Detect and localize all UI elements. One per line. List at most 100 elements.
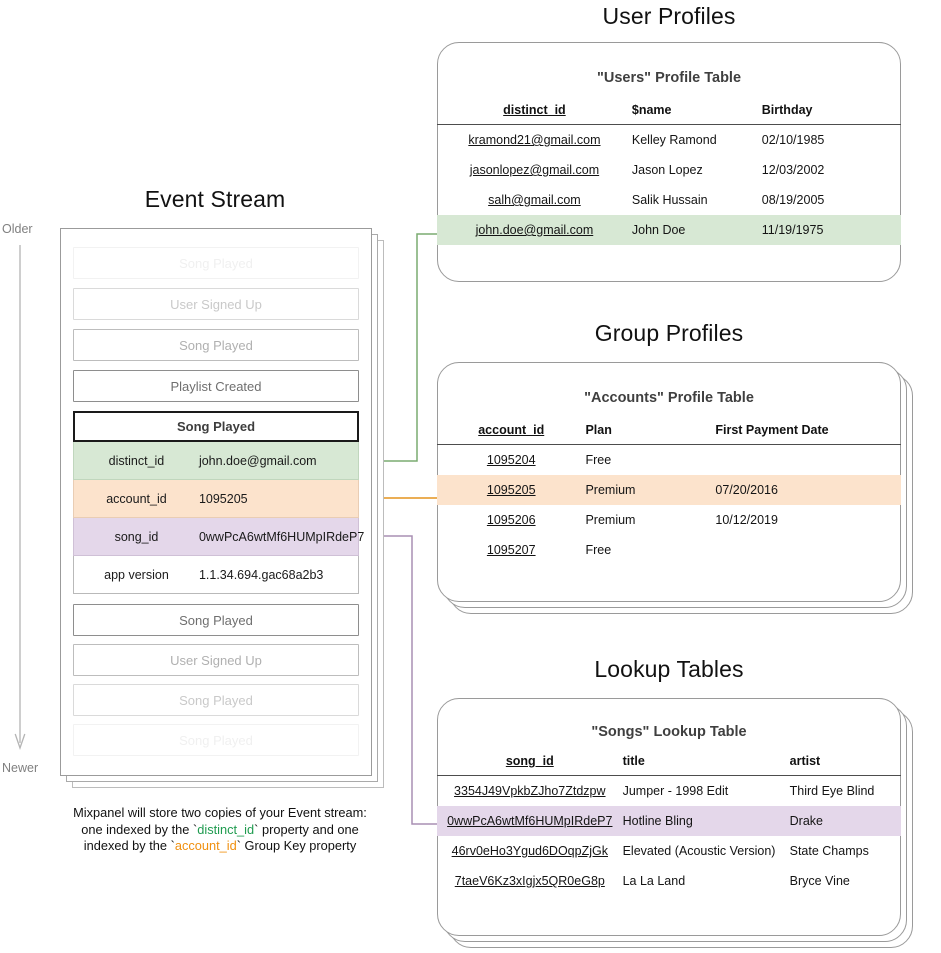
caption-line-3-prefix: indexed by the ` (83, 838, 175, 853)
table-row[interactable]: 1095207 Free (437, 535, 901, 565)
table-row[interactable]: kramond21@gmail.com Kelley Ramond 02/10/… (437, 125, 901, 156)
caption-line-1: Mixpanel will store two copies of your E… (73, 805, 367, 820)
cell-distinct-id: kramond21@gmail.com (468, 133, 601, 147)
cell-title: Elevated (Acoustic Version) (622, 844, 776, 858)
cell-plan: Premium (585, 475, 716, 505)
caption-line-3-suffix: ` Group Key property (236, 838, 357, 853)
event-property-account-id[interactable]: account_id 1095205 (73, 480, 359, 518)
cell-plan: Premium (585, 513, 636, 527)
cell-artist: Drake (789, 806, 901, 836)
table-row[interactable]: 46rv0eHo3Ygud6DOqpZjGk Elevated (Acousti… (437, 836, 901, 866)
event-property-distinct-id[interactable]: distinct_id john.doe@gmail.com (73, 442, 359, 480)
table-row[interactable]: 1095206 Premium 10/12/2019 (437, 505, 901, 535)
cell-artist: State Champs (789, 844, 869, 858)
cell-account-id: 1095204 (486, 453, 536, 467)
users-table-title: "Users" Profile Table (596, 70, 742, 86)
column-header-birthday: Birthday (761, 103, 813, 117)
event-row[interactable]: Song Played (73, 604, 359, 636)
table-row-highlighted[interactable]: john.doe@gmail.com John Doe 11/19/1975 (437, 215, 901, 245)
table-row-highlighted[interactable]: 0wwPcA6wtMf6HUMpIRdeP7 Hotline Bling Dra… (437, 806, 901, 836)
property-value: 1095205 (198, 491, 248, 506)
event-row[interactable]: Song Played (73, 684, 359, 716)
cell-first-payment-date: 10/12/2019 (715, 513, 778, 527)
event-label: Song Played (179, 255, 253, 271)
column-header-plan: Plan (585, 423, 612, 437)
cell-name: Salik Hussain (631, 193, 708, 207)
event-label: Playlist Created (170, 378, 262, 394)
table-row-highlighted[interactable]: 1095205 Premium 07/20/2016 (437, 475, 901, 505)
songs-lookup-table: "Songs" Lookup Table song_id title artis… (437, 698, 901, 936)
property-value: 1.1.34.694.gac68a2b3 (198, 567, 324, 582)
caption-line-2: one indexed by the `distinct_id` propert… (40, 822, 400, 839)
cell-distinct-id: salh@gmail.com (488, 193, 581, 207)
cell-plan: Free (585, 543, 612, 557)
property-key: app version (104, 567, 169, 582)
caption-account-id-token: account_id (174, 838, 237, 853)
column-header-account-id: account_id (478, 423, 545, 437)
column-header-first-payment-date: First Payment Date (715, 423, 829, 437)
cell-distinct-id: jasonlopez@gmail.com (469, 163, 600, 177)
table-row[interactable]: 3354J49VpkbZJho7Ztdzpw Jumper - 1998 Edi… (437, 776, 901, 807)
cell-artist: Third Eye Blind (789, 784, 875, 798)
cell-first-payment-date (715, 535, 901, 565)
cell-title: Jumper - 1998 Edit (622, 784, 729, 798)
event-label: Song Played (179, 337, 253, 353)
cell-distinct-id: john.doe@gmail.com (437, 215, 632, 245)
cell-account-id: 1095205 (437, 475, 586, 505)
cell-plan: Free (585, 453, 612, 467)
cell-song-id: 46rv0eHo3Ygud6DOqpZjGk (451, 844, 608, 858)
cell-name: John Doe (631, 215, 762, 245)
event-row[interactable]: Playlist Created (73, 370, 359, 402)
time-axis-arrow (14, 245, 26, 751)
event-row[interactable]: Song Played (73, 724, 359, 756)
cell-birthday: 02/10/1985 (761, 133, 825, 147)
table-header-row: distinct_id $name Birthday (437, 103, 901, 124)
event-label: Song Played (179, 732, 253, 748)
selected-event-name-header: Song Played (73, 411, 359, 442)
user-profiles-title: User Profiles (602, 3, 736, 29)
users-profile-table: "Users" Profile Table distinct_id $name … (437, 42, 901, 282)
cell-name: Jason Lopez (631, 163, 703, 177)
cell-song-id: 7taeV6Kz3xIgjx5QR0eG8p (454, 874, 605, 888)
event-label: Song Played (179, 612, 253, 628)
event-row[interactable]: User Signed Up (73, 288, 359, 320)
cell-birthday: 12/03/2002 (761, 163, 825, 177)
cell-first-payment-date (715, 445, 901, 476)
caption-distinct-id-token: distinct_id (197, 821, 255, 837)
event-property-song-id[interactable]: song_id 0wwPcA6wtMf6HUMpIRdeP7 (73, 518, 365, 556)
table-row[interactable]: salh@gmail.com Salik Hussain 08/19/2005 (437, 185, 901, 215)
cell-name: Kelley Ramond (631, 133, 717, 147)
property-value: john.doe@gmail.com (198, 453, 317, 468)
lookup-tables-title: Lookup Tables (594, 656, 744, 682)
property-value: 0wwPcA6wtMf6HUMpIRdeP7 (198, 529, 365, 544)
table-row[interactable]: 1095204 Free (437, 445, 901, 476)
selected-event-name: Song Played (176, 419, 256, 434)
property-key: song_id (114, 529, 159, 544)
cell-birthday: 08/19/2005 (761, 193, 825, 207)
cell-song-id: 0wwPcA6wtMf6HUMpIRdeP7 (437, 806, 623, 836)
property-key: account_id (106, 491, 167, 506)
axis-label-newer: Newer (2, 761, 39, 775)
cell-title: Hotline Bling (622, 806, 790, 836)
table-header-row: song_id title artist (437, 754, 901, 775)
cell-title: La La Land (622, 874, 686, 888)
cell-birthday: 11/19/1975 (761, 215, 901, 245)
table-row[interactable]: 7taeV6Kz3xIgjx5QR0eG8p La La Land Bryce … (437, 866, 901, 896)
songs-table-title: "Songs" Lookup Table (591, 724, 747, 740)
property-key: distinct_id (108, 453, 165, 468)
event-stream-caption: Mixpanel will store two copies of your E… (40, 805, 400, 855)
event-row[interactable]: User Signed Up (73, 644, 359, 676)
table-row[interactable]: jasonlopez@gmail.com Jason Lopez 12/03/2… (437, 155, 901, 185)
selected-event-card[interactable]: Song Played distinct_id john.doe@gmail.c… (73, 411, 365, 594)
event-row[interactable]: Song Played (73, 247, 359, 279)
caption-line-2-prefix: one indexed by the ` (81, 821, 198, 837)
caption-line-2-suffix: ` property and one (254, 821, 359, 837)
column-header-song-id: song_id (505, 754, 554, 768)
cell-artist: Bryce Vine (789, 874, 850, 888)
cell-account-id: 1095207 (486, 543, 536, 557)
event-row[interactable]: Song Played (73, 329, 359, 361)
cell-song-id: 3354J49VpkbZJho7Ztdzpw (454, 784, 606, 798)
accounts-table-title: "Accounts" Profile Table (584, 390, 754, 406)
event-label: Song Played (179, 692, 253, 708)
event-property-app-version[interactable]: app version 1.1.34.694.gac68a2b3 (73, 556, 359, 594)
